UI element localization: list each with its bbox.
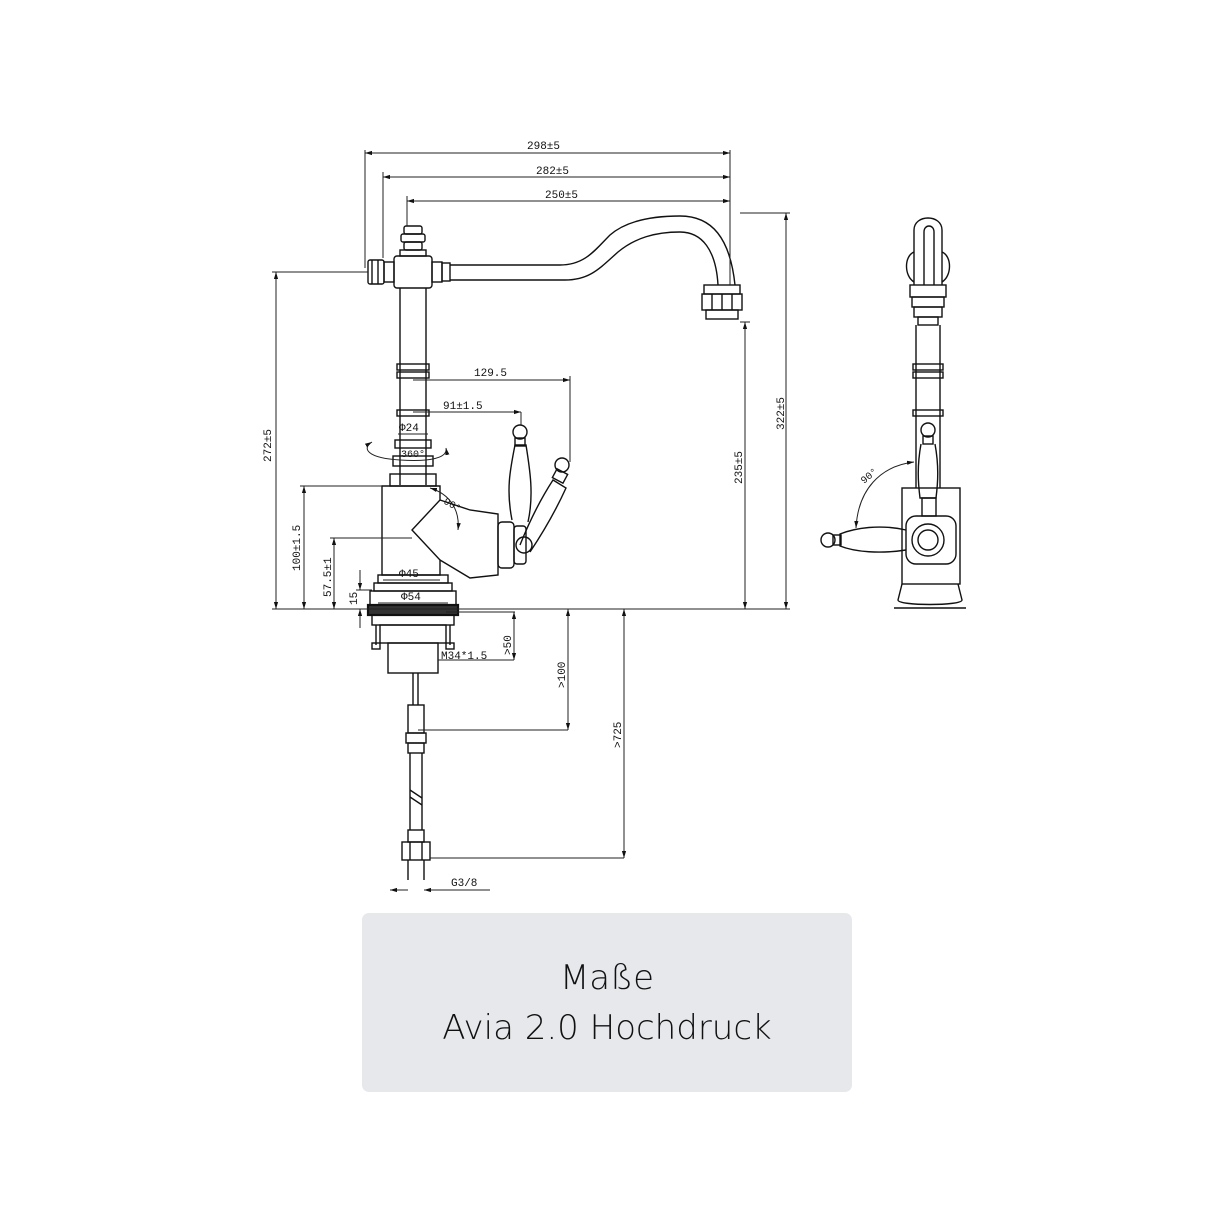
column-finial	[399, 225, 427, 257]
dim-width-282: 282±5	[536, 166, 569, 178]
mixer-body	[369, 485, 499, 606]
dim-reach-129: 129.5	[474, 368, 507, 380]
column-hub	[367, 255, 451, 289]
dim-base-diameter-54: Φ54	[401, 592, 421, 604]
dim-rotation: 360°	[401, 449, 425, 461]
dim-height-235: 235±5	[734, 451, 746, 484]
caption-product-name: Avia 2.0 Hochdruck	[442, 1007, 772, 1048]
dim-height-15: 15	[349, 592, 361, 605]
front-view	[366, 215, 743, 880]
dim-height-272: 272±5	[263, 429, 275, 462]
dim-width-298: 298±5	[527, 141, 560, 153]
dim-base-diameter-45: Φ45	[399, 569, 419, 581]
valve-handle	[497, 424, 570, 569]
spout	[450, 215, 743, 320]
dim-column-diameter: Φ24	[399, 423, 419, 435]
dim-depth-725: >725	[613, 722, 625, 748]
dimension-lines	[272, 150, 790, 893]
dim-height-57: 57.5±1	[323, 557, 335, 597]
dim-width-250: 250±5	[545, 190, 578, 202]
dim-depth-100: >100	[557, 662, 569, 688]
dim-thread: M34*1.5	[441, 651, 487, 663]
dim-height-100: 100±1.5	[292, 525, 304, 571]
dim-reach-91: 91±1.5	[443, 401, 483, 413]
caption-box: Maße Avia 2.0 Hochdruck	[362, 913, 852, 1092]
supply-hose	[401, 704, 431, 880]
side-view: 90°	[820, 217, 966, 609]
dim-connection: G3/8	[451, 878, 477, 890]
dim-side-angle: 90°	[859, 466, 881, 487]
dim-front-angle: 90°	[441, 496, 463, 515]
mounting-kit	[366, 603, 460, 705]
dimension-labels: 298±5 282±5 250±5 129.5 91±1.5 Φ24 360° …	[263, 141, 788, 890]
dim-height-322: 322±5	[776, 397, 788, 430]
dim-depth-50: >50	[503, 635, 515, 655]
caption-title: Maße	[559, 957, 655, 998]
